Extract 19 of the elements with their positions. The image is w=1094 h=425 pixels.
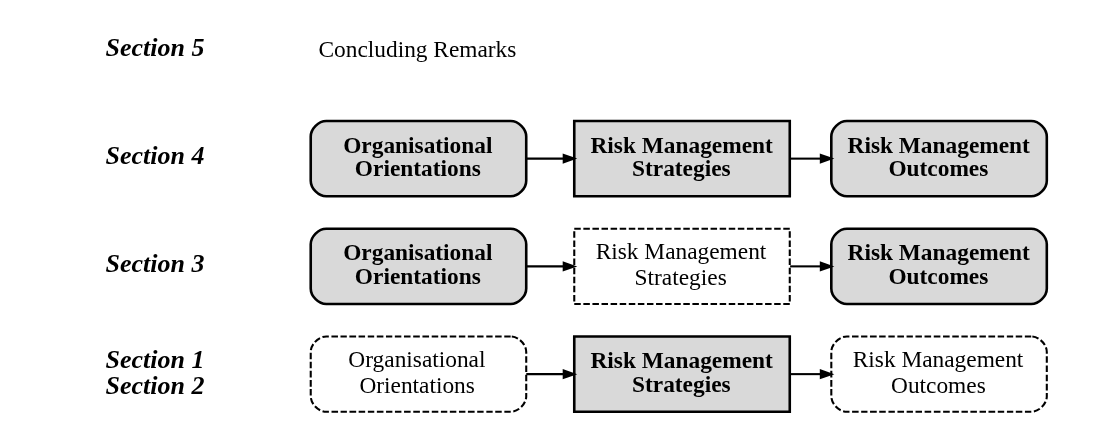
label: Concluding Remarks	[318, 35, 517, 62]
arrow	[790, 153, 835, 164]
arrow	[790, 261, 835, 272]
node-box: Risk Management Outcomes	[830, 119, 1049, 198]
arrow	[526, 153, 578, 164]
node-box: Risk Management Strategies	[572, 119, 792, 198]
arrow	[526, 369, 578, 380]
node-box: Organisational Orientations	[309, 335, 528, 413]
label: Section 4	[105, 140, 205, 170]
node-box: Risk Management Outcomes	[830, 335, 1048, 413]
node-box: Organisational Orientations	[309, 227, 528, 306]
arrow	[790, 369, 835, 380]
node-box: Risk Management Outcomes	[830, 227, 1049, 306]
label: Section 3	[105, 248, 205, 278]
node-box: Organisational Orientations	[309, 119, 528, 198]
node-box: Risk Management Strategies	[572, 335, 792, 414]
label: Section 5	[105, 33, 205, 63]
node-box: Risk Management Strategies	[573, 227, 791, 306]
arrow	[526, 261, 578, 272]
